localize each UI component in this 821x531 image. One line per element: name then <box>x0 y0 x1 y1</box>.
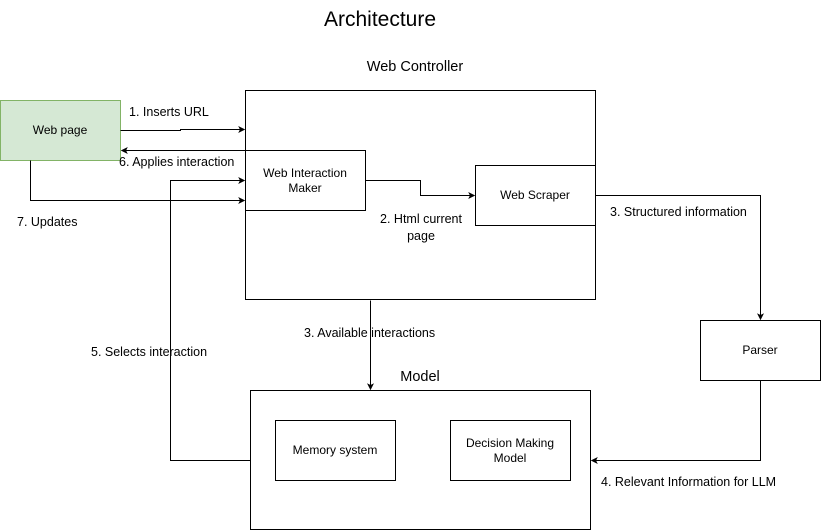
edge-label-structured-information: 3. Structured information <box>610 205 747 219</box>
web-interaction-maker-label-line2: Maker <box>288 181 321 195</box>
edge-relevant-information <box>590 380 761 464</box>
edge-label-relevant-information: 4. Relevant Information for LLM <box>601 475 776 489</box>
web-page-node[interactable] <box>0 100 121 161</box>
web-interaction-maker-label-line1: Web Interaction <box>263 166 347 180</box>
memory-system-label: Memory system <box>293 443 378 457</box>
decision-making-model-label-line1: Decision Making <box>466 436 554 450</box>
edge-html-current-page <box>365 180 476 199</box>
parser-label: Parser <box>742 343 777 357</box>
model-title: Model <box>400 369 440 385</box>
decision-making-model-label-line2: Model <box>494 451 527 465</box>
edge-structured-information <box>595 195 764 321</box>
web-interaction-maker-node[interactable] <box>245 150 366 211</box>
edge-label-selects-interaction: 5. Selects interaction <box>91 345 207 359</box>
edge-inserts-url <box>120 126 246 133</box>
web-scraper-node[interactable] <box>475 165 596 226</box>
edge-selects-interaction <box>170 177 251 461</box>
edge-updates <box>30 160 246 204</box>
edge-label-html-current-page-line1: 2. Html current <box>380 212 462 226</box>
web-scraper-label: Web Scraper <box>500 188 570 202</box>
web-controller-title: Web Controller <box>367 59 464 75</box>
diagram-title: Architecture <box>324 8 436 31</box>
memory-system-node[interactable] <box>275 420 396 481</box>
edge-label-html-current-page-line2: page <box>407 229 435 243</box>
web-page-label: Web page <box>33 123 88 137</box>
edge-label-available-interactions: 3. Available interactions <box>304 326 435 340</box>
edge-label-updates: 7. Updates <box>17 215 77 229</box>
edge-label-applies-interaction: 6. Applies interaction <box>119 155 234 169</box>
edge-label-inserts-url: 1. Inserts URL <box>129 105 209 119</box>
decision-making-model-node[interactable] <box>450 420 571 481</box>
parser-node[interactable] <box>700 320 821 381</box>
